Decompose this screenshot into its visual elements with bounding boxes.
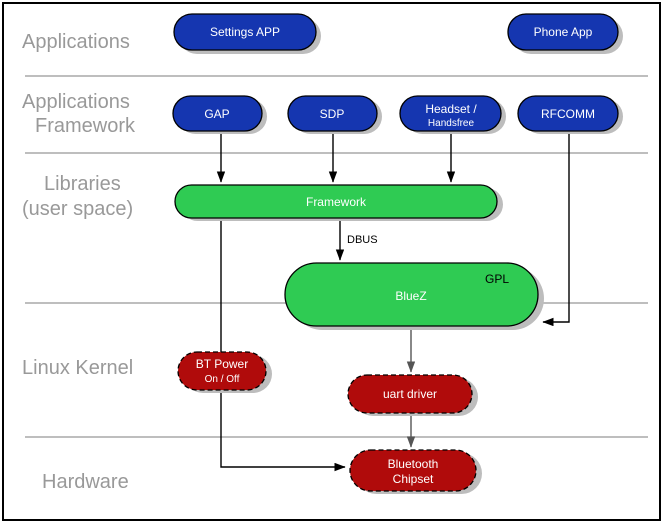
node-bluez[interactable]: GPL BlueZ: [284, 262, 544, 330]
node-bluetooth-chipset[interactable]: Bluetooth Chipset: [349, 449, 482, 494]
node-badge-gpl: GPL: [485, 272, 509, 286]
node-settings-app[interactable]: Settings APP: [173, 13, 321, 54]
layer-label-libraries-line1: Libraries: [44, 173, 121, 195]
node-label-settings-app: Settings APP: [210, 25, 280, 39]
node-body: [284, 262, 539, 327]
edge-framework-to-bluetooth-chipset: [220, 213, 346, 472]
node-label-sdp: SDP: [320, 107, 345, 121]
node-label-gap: GAP: [204, 107, 229, 121]
node-headset-handsfree[interactable]: Headset / Handsfree: [399, 95, 506, 134]
node-framework[interactable]: Framework: [174, 184, 503, 221]
node-body: [399, 95, 502, 132]
layer-label-applications: Applications: [22, 31, 130, 53]
node-sublabel-bt-power: On / Off: [205, 374, 240, 385]
node-label-phone-app: Phone App: [534, 25, 593, 39]
node-label-bluetooth-chipset: Bluetooth: [388, 457, 439, 471]
node-body: [287, 95, 378, 132]
node-sublabel-bluetooth-chipset: Chipset: [393, 472, 434, 486]
layer-label-libraries-line2: (user space): [22, 198, 133, 220]
node-body: [173, 13, 317, 51]
node-phone-app[interactable]: Phone App: [507, 13, 623, 54]
node-body: [347, 374, 473, 414]
node-body: [172, 95, 263, 132]
node-label-bt-power: BT Power: [196, 357, 248, 371]
node-uart-driver[interactable]: uart driver: [347, 374, 478, 416]
node-body: [517, 95, 619, 132]
node-sublabel-handsfree: Handsfree: [428, 118, 475, 129]
node-bt-power[interactable]: BT Power On / Off: [177, 351, 272, 393]
layer-label-linux-kernel: Linux Kernel: [22, 357, 133, 379]
node-rfcomm[interactable]: RFCOMM: [517, 95, 623, 134]
node-body: [174, 184, 498, 219]
node-label-uart-driver: uart driver: [383, 387, 437, 401]
node-label-rfcomm: RFCOMM: [541, 107, 595, 121]
node-body: [177, 351, 267, 391]
layer-label-applications-framework-line1: Applications: [22, 91, 130, 113]
node-label-headset: Headset /: [425, 102, 477, 116]
edge-rfcomm-to-bluez: [542, 134, 570, 327]
node-sdp[interactable]: SDP: [287, 95, 382, 134]
node-gap[interactable]: GAP: [172, 95, 267, 134]
node-label-framework: Framework: [306, 195, 367, 209]
layer-label-applications-framework-line2: Framework: [35, 115, 136, 137]
node-label-bluez: BlueZ: [395, 289, 426, 303]
node-body: [507, 13, 619, 51]
node-body: [349, 449, 477, 492]
edge-label-dbus: DBUS: [347, 234, 378, 246]
layer-label-hardware: Hardware: [42, 471, 129, 493]
